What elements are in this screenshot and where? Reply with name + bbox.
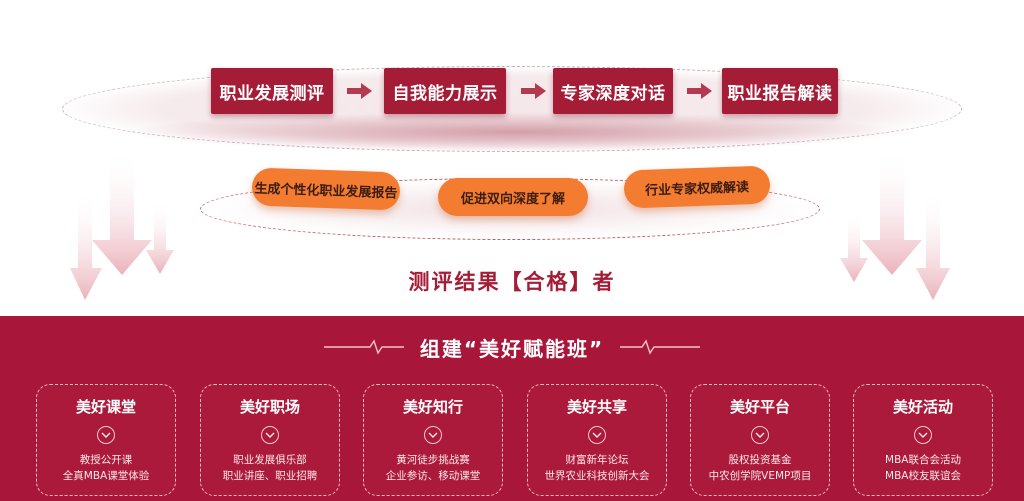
step-self-ability: 自我能力展示 (384, 68, 506, 114)
chevron-down-icon (751, 426, 769, 444)
arrow-right-icon (521, 83, 546, 99)
card-sharing: 美好共享 财富新年论坛 世界农业科技创新大会 (527, 384, 667, 496)
group-title-bar: 组建“美好赋能班” (0, 330, 1024, 364)
result-title: 测评结果【合格】者 (408, 270, 616, 294)
pill-mutual-understanding: 促进双向深度了解 (438, 178, 588, 216)
card-workplace: 美好职场 职业发展俱乐部 职业讲座、职业招聘 (200, 384, 340, 496)
chevron-down-icon (261, 426, 279, 444)
step-expert-dialogue: 专家深度对话 (553, 68, 673, 114)
chevron-down-icon (424, 426, 442, 444)
pill-expert-interpretation: 行业专家权威解读 (623, 165, 771, 209)
step-report-reading: 职业报告解读 (722, 68, 838, 114)
right-down-arrows (840, 150, 950, 300)
empowerment-section: 组建“美好赋能班” 美好课堂 教授公开课 全真MBA课堂体验 美好职场 职业发展… (0, 316, 1024, 501)
left-down-arrows (70, 150, 174, 300)
card-platform: 美好平台 股权投资基金 中农创学院VEMP项目 (690, 384, 830, 496)
chevron-down-icon (97, 426, 115, 444)
step-career-assessment: 职业发展测评 (211, 68, 333, 114)
chevron-down-icon (914, 426, 932, 444)
chevron-down-icon (588, 426, 606, 444)
upper-ring-shadow (120, 112, 910, 152)
group-title: 组建“美好赋能班” (419, 336, 605, 361)
card-knowledge-action: 美好知行 黄河徒步挑战赛 企业参访、移动课堂 (363, 384, 503, 496)
pulse-line-icon (620, 339, 701, 355)
pill-personal-report: 生成个性化职业发展报告 (251, 167, 401, 211)
card-classroom: 美好课堂 教授公开课 全真MBA课堂体验 (36, 384, 176, 496)
arrow-right-icon (347, 83, 372, 99)
card-activities: 美好活动 MBA联合会活动 MBA校友联谊会 (853, 384, 993, 496)
pulse-line-icon (323, 339, 404, 355)
process-section: 职业发展测评 自我能力展示 专家深度对话 职业报告解读 生成个性化职业发展报告 … (62, 66, 962, 300)
arrow-right-icon (687, 83, 712, 99)
